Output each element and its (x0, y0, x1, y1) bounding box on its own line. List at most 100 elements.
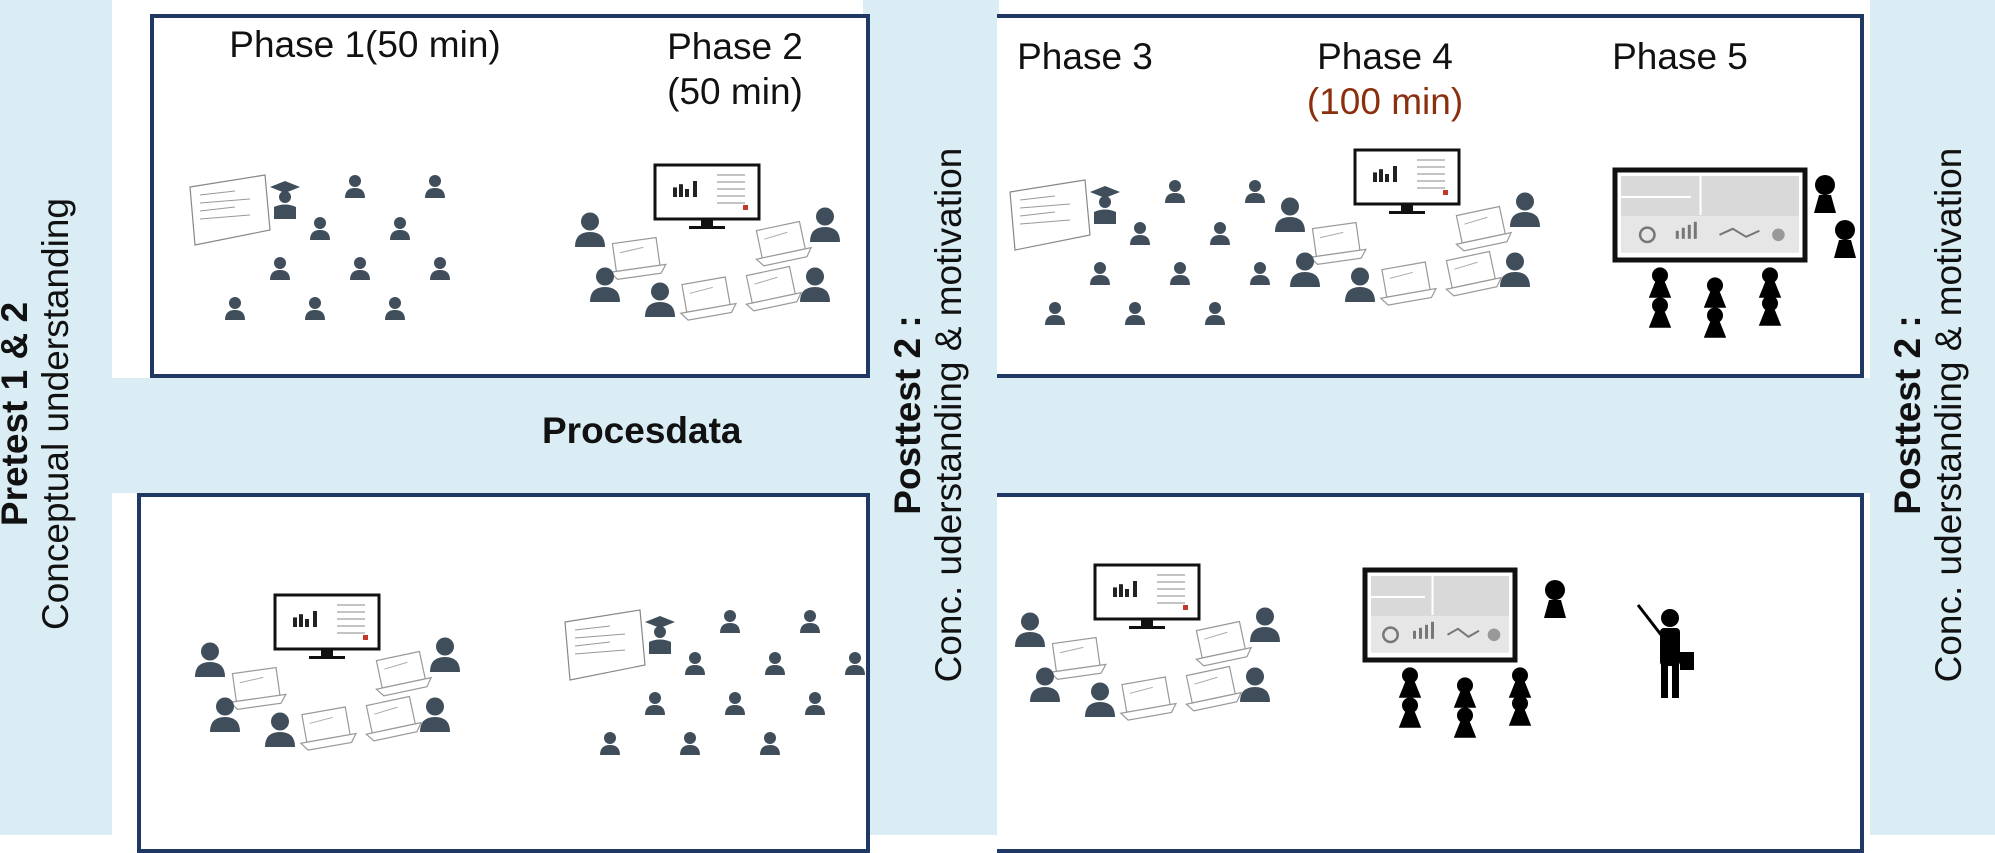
student-icon (600, 732, 620, 755)
student-icon (760, 732, 780, 755)
student-icon (195, 642, 225, 677)
student-icon (1345, 267, 1375, 302)
teacher-icon (645, 616, 675, 654)
student-icon (430, 637, 460, 672)
scene-group-work (1015, 563, 1280, 721)
student-icon (800, 610, 820, 633)
scene-lecture (189, 174, 450, 320)
student-icon (1453, 677, 1477, 708)
student-icon (1085, 682, 1115, 717)
student-icon (350, 257, 370, 280)
phase-3-title: Phase 3 (1000, 34, 1170, 79)
laptop-icon (1185, 665, 1243, 712)
laptop-icon (679, 276, 738, 321)
student-icon (1240, 667, 1270, 702)
student-icon (1275, 197, 1305, 232)
monitor-chart-icon (653, 163, 761, 229)
student-icon (310, 217, 330, 240)
phase-3-label: Phase 3 (1017, 36, 1153, 77)
laptop-icon (365, 695, 423, 742)
presentation-slide-icon (1009, 179, 1091, 251)
label-posttest-right-subtitle: Conc. uderstanding & motivation (1928, 147, 1970, 683)
phase-4-label: Phase 4 (1317, 36, 1453, 77)
left-band (0, 0, 112, 835)
label-pretest-subtitle: Conceptual understanding (35, 198, 77, 630)
student-icon (1648, 297, 1672, 328)
student-icon (1210, 222, 1230, 245)
student-icon (575, 212, 605, 247)
student-icon (1250, 607, 1280, 642)
scene-presenter (1636, 604, 1694, 698)
laptop-icon (1195, 620, 1253, 667)
student-icon (390, 217, 410, 240)
phase-1-title: Phase 1(50 min) (205, 22, 525, 67)
dashboard-icon (1362, 567, 1518, 663)
phase-4-title: Phase 4 (100 min) (1280, 34, 1490, 124)
student-icon (720, 610, 740, 633)
monitor-chart-icon (273, 593, 381, 659)
student-icon (1814, 175, 1836, 213)
student-icon (420, 697, 450, 732)
presentation-slide-icon (189, 174, 271, 246)
student-icon (645, 282, 675, 317)
student-icon (1290, 252, 1320, 287)
student-icon (1130, 222, 1150, 245)
monitor-chart-icon (1353, 148, 1461, 214)
scene-group-work (1275, 148, 1540, 306)
scene-dashboard (1612, 167, 1856, 338)
student-icon (1500, 252, 1530, 287)
student-icon (225, 297, 245, 320)
phase-2-title: Phase 2 (50 min) (630, 24, 840, 114)
student-icon (590, 267, 620, 302)
student-icon (1030, 667, 1060, 702)
student-icon (1125, 302, 1145, 325)
student-icon (1170, 262, 1190, 285)
student-icon (685, 652, 705, 675)
laptop-icon (1119, 676, 1178, 721)
student-icon (210, 697, 240, 732)
student-icon (1834, 220, 1856, 258)
student-icon (1544, 580, 1566, 618)
student-icon (1648, 267, 1672, 298)
scene-lecture (564, 609, 865, 755)
student-icon (345, 175, 365, 198)
laptop-icon (1455, 205, 1513, 252)
teacher-icon (270, 181, 300, 219)
laptop-icon (609, 236, 667, 280)
laptop-icon (1379, 261, 1438, 306)
student-icon (265, 712, 295, 747)
student-icon (645, 692, 665, 715)
student-icon (1508, 667, 1532, 698)
student-icon (725, 692, 745, 715)
laptop-icon (375, 650, 433, 697)
student-icon (810, 207, 840, 242)
phase-2-label: Phase 2 (667, 26, 803, 67)
laptop-icon (1049, 636, 1107, 680)
label-pretest: Pretest 1 & 2 Conceptual understanding (0, 154, 84, 674)
student-icon (425, 175, 445, 198)
student-icon (765, 652, 785, 675)
student-icon (1703, 307, 1727, 338)
student-icon (845, 652, 865, 675)
student-icon (1758, 267, 1782, 298)
student-icon (1508, 695, 1532, 726)
right-band (1870, 0, 1995, 835)
scene-dashboard (1362, 567, 1566, 738)
laptop-icon (1445, 250, 1503, 297)
label-posttest-middle-subtitle: Conc. uderstanding & motivation (928, 147, 970, 683)
phase-5-label: Phase 5 (1612, 36, 1748, 77)
student-icon (800, 267, 830, 302)
label-pretest-title: Pretest 1 & 2 (0, 302, 35, 527)
student-icon (1165, 180, 1185, 203)
laptop-icon (1309, 221, 1367, 265)
dashboard-icon (1612, 167, 1808, 263)
student-icon (1245, 180, 1265, 203)
student-icon (680, 732, 700, 755)
panel-bottom-right (997, 493, 1864, 853)
presentation-slide-icon (564, 609, 646, 681)
laptop-icon (755, 220, 813, 267)
laptop-icon (745, 265, 803, 312)
label-posttest-middle: Posttest 2 : Conc. uderstanding & motiva… (887, 135, 977, 695)
student-icon (270, 257, 290, 280)
label-posttest-right-title: Posttest 2 : (1887, 315, 1928, 515)
